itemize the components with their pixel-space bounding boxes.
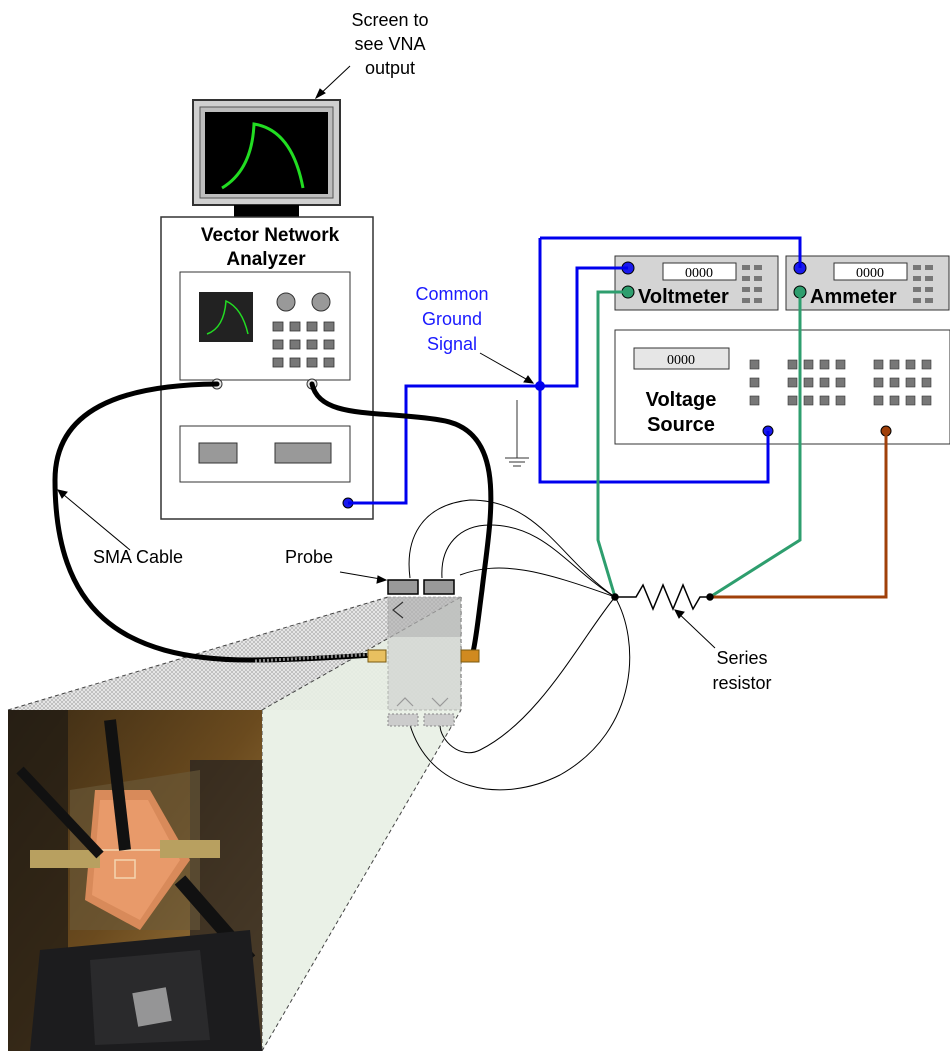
series-resistor-line-2: resistor <box>712 673 771 693</box>
voltmeter-display: 0000 <box>685 266 713 281</box>
vna-mini-trace <box>206 299 249 335</box>
ground-symbol <box>505 400 529 467</box>
voltage-source-instrument <box>614 329 950 445</box>
vector-network-analyzer <box>160 216 374 520</box>
probe-dut-block <box>367 579 480 727</box>
voltmeter-instrument <box>614 255 779 311</box>
sma-cable-shielding <box>254 652 379 663</box>
sma-cables <box>52 381 494 663</box>
series-resistor-line-1: Series <box>716 648 767 668</box>
common-ground-line-1: Common <box>415 284 488 304</box>
sma-cable-label: SMA Cable <box>93 547 183 567</box>
voltage-source-display: 0000 <box>667 353 695 368</box>
screen-caption-line-3: output <box>365 58 415 78</box>
meter-wiring <box>596 290 802 599</box>
annotation-arrows <box>57 65 716 649</box>
common-ground-wiring <box>348 236 802 505</box>
screen-caption-line-1: Screen to <box>351 10 428 30</box>
voltage-source-line-1: Voltage <box>646 389 717 411</box>
series-resistor <box>611 583 714 611</box>
common-ground-line-3: Signal <box>427 334 477 354</box>
voltage-source-line-2: Source <box>647 414 715 436</box>
ammeter-label: Ammeter <box>810 286 897 308</box>
screen-caption-line-2: see VNA <box>354 34 425 54</box>
vna-screen-monitor <box>192 99 341 217</box>
ammeter-instrument <box>785 255 950 311</box>
common-ground-line-2: Ground <box>422 309 482 329</box>
vna-title-line-2: Analyzer <box>226 249 306 270</box>
vna-trace <box>221 122 305 190</box>
ammeter-display: 0000 <box>856 266 884 281</box>
probe-label: Probe <box>285 547 333 567</box>
screen-caption: Screen to see VNA output <box>351 10 428 78</box>
probe-station-photo <box>8 710 262 1051</box>
vna-title-line-1: Vector Network <box>201 225 340 246</box>
voltmeter-label: Voltmeter <box>638 286 729 308</box>
source-wiring <box>710 431 888 599</box>
probe-wires <box>408 499 631 791</box>
